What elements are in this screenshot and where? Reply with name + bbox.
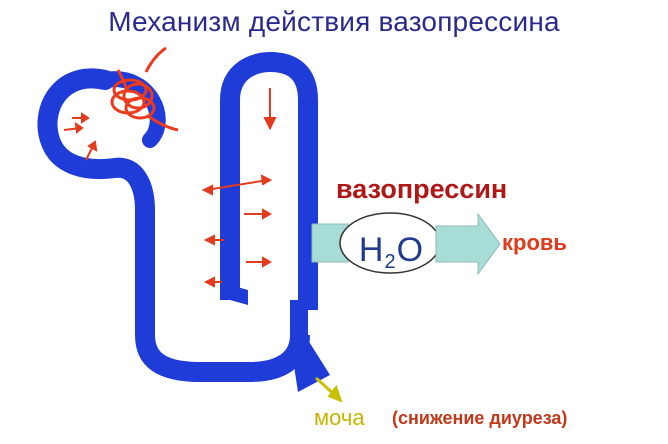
water-h: H <box>358 231 384 269</box>
urine-arrow <box>314 376 343 403</box>
proximal-tubule <box>37 68 155 280</box>
water-o: O <box>396 231 424 269</box>
ascending-limb <box>220 52 318 310</box>
collecting-duct <box>290 300 330 392</box>
water-channel <box>311 212 501 276</box>
flow-arrow-down <box>263 88 277 131</box>
diuresis-label: (снижение диуреза) <box>392 408 568 428</box>
filtration-arrows <box>63 112 98 161</box>
urine-label: моча <box>314 405 365 430</box>
water-sub: 2 <box>384 251 396 273</box>
exchange-arrows <box>201 174 273 288</box>
glomerulus <box>110 46 179 132</box>
vasopressin-label: вазопрессин <box>336 174 508 204</box>
page-title: Механизм действия вазопрессина <box>108 6 560 37</box>
blood-label: кровь <box>502 230 567 255</box>
